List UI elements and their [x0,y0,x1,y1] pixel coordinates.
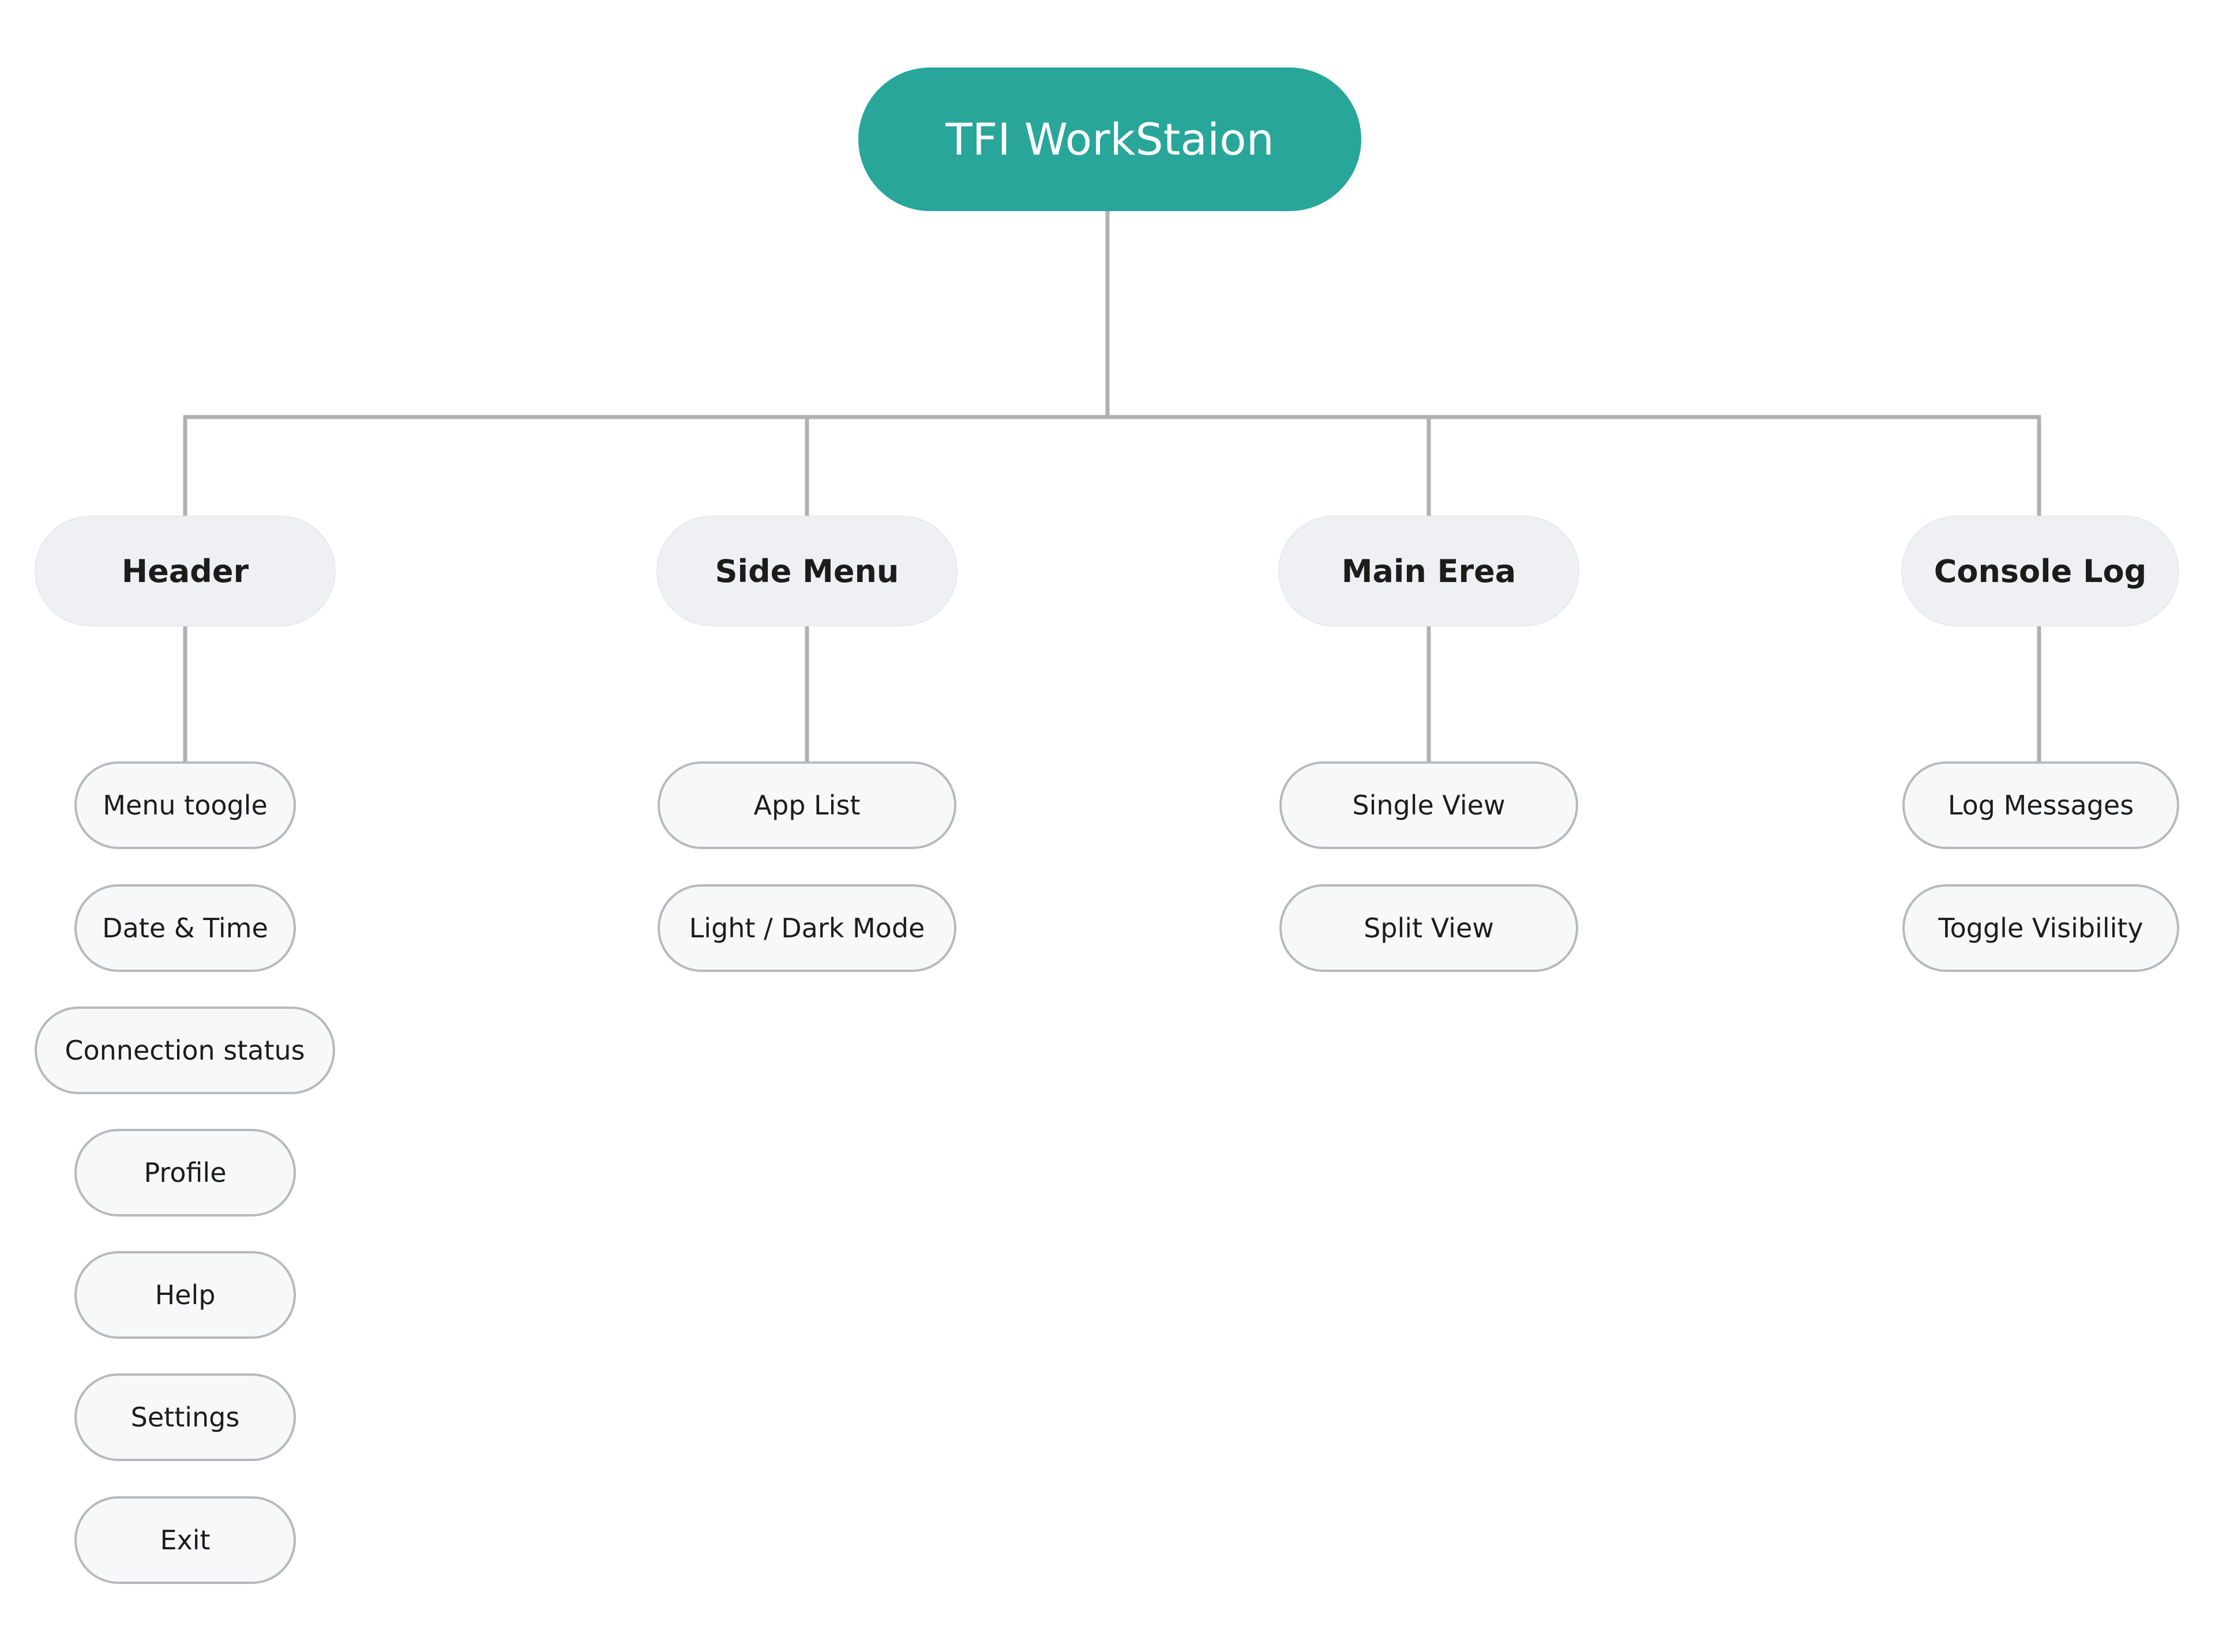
leaf-node-connection-status: Connection status [35,1007,335,1094]
group-node-main-erea: Main Erea [1278,516,1579,626]
leaf-node-toggle-visibility: Toggle Visibility [1902,884,2179,972]
group-node-header: Header [35,516,336,626]
leaf-node-light-dark-mode: Light / Dark Mode [658,884,956,972]
leaf-node-exit: Exit [74,1496,296,1584]
leaf-node-menu-toogle: Menu toogle [74,761,296,849]
group-node-console-log: Console Log [1901,516,2179,626]
leaf-node-help: Help [74,1251,296,1339]
root-node: TFI WorkStaion [858,67,1361,211]
leaf-node-profile: Profile [74,1129,296,1217]
leaf-node-split-view: Split View [1279,884,1578,972]
group-node-side-menu: Side Menu [656,516,958,626]
leaf-node-date-time: Date & Time [74,884,296,972]
leaf-node-log-messages: Log Messages [1902,761,2179,849]
leaf-node-settings: Settings [74,1373,296,1461]
leaf-node-single-view: Single View [1279,761,1578,849]
leaf-node-app-list: App List [658,761,956,849]
